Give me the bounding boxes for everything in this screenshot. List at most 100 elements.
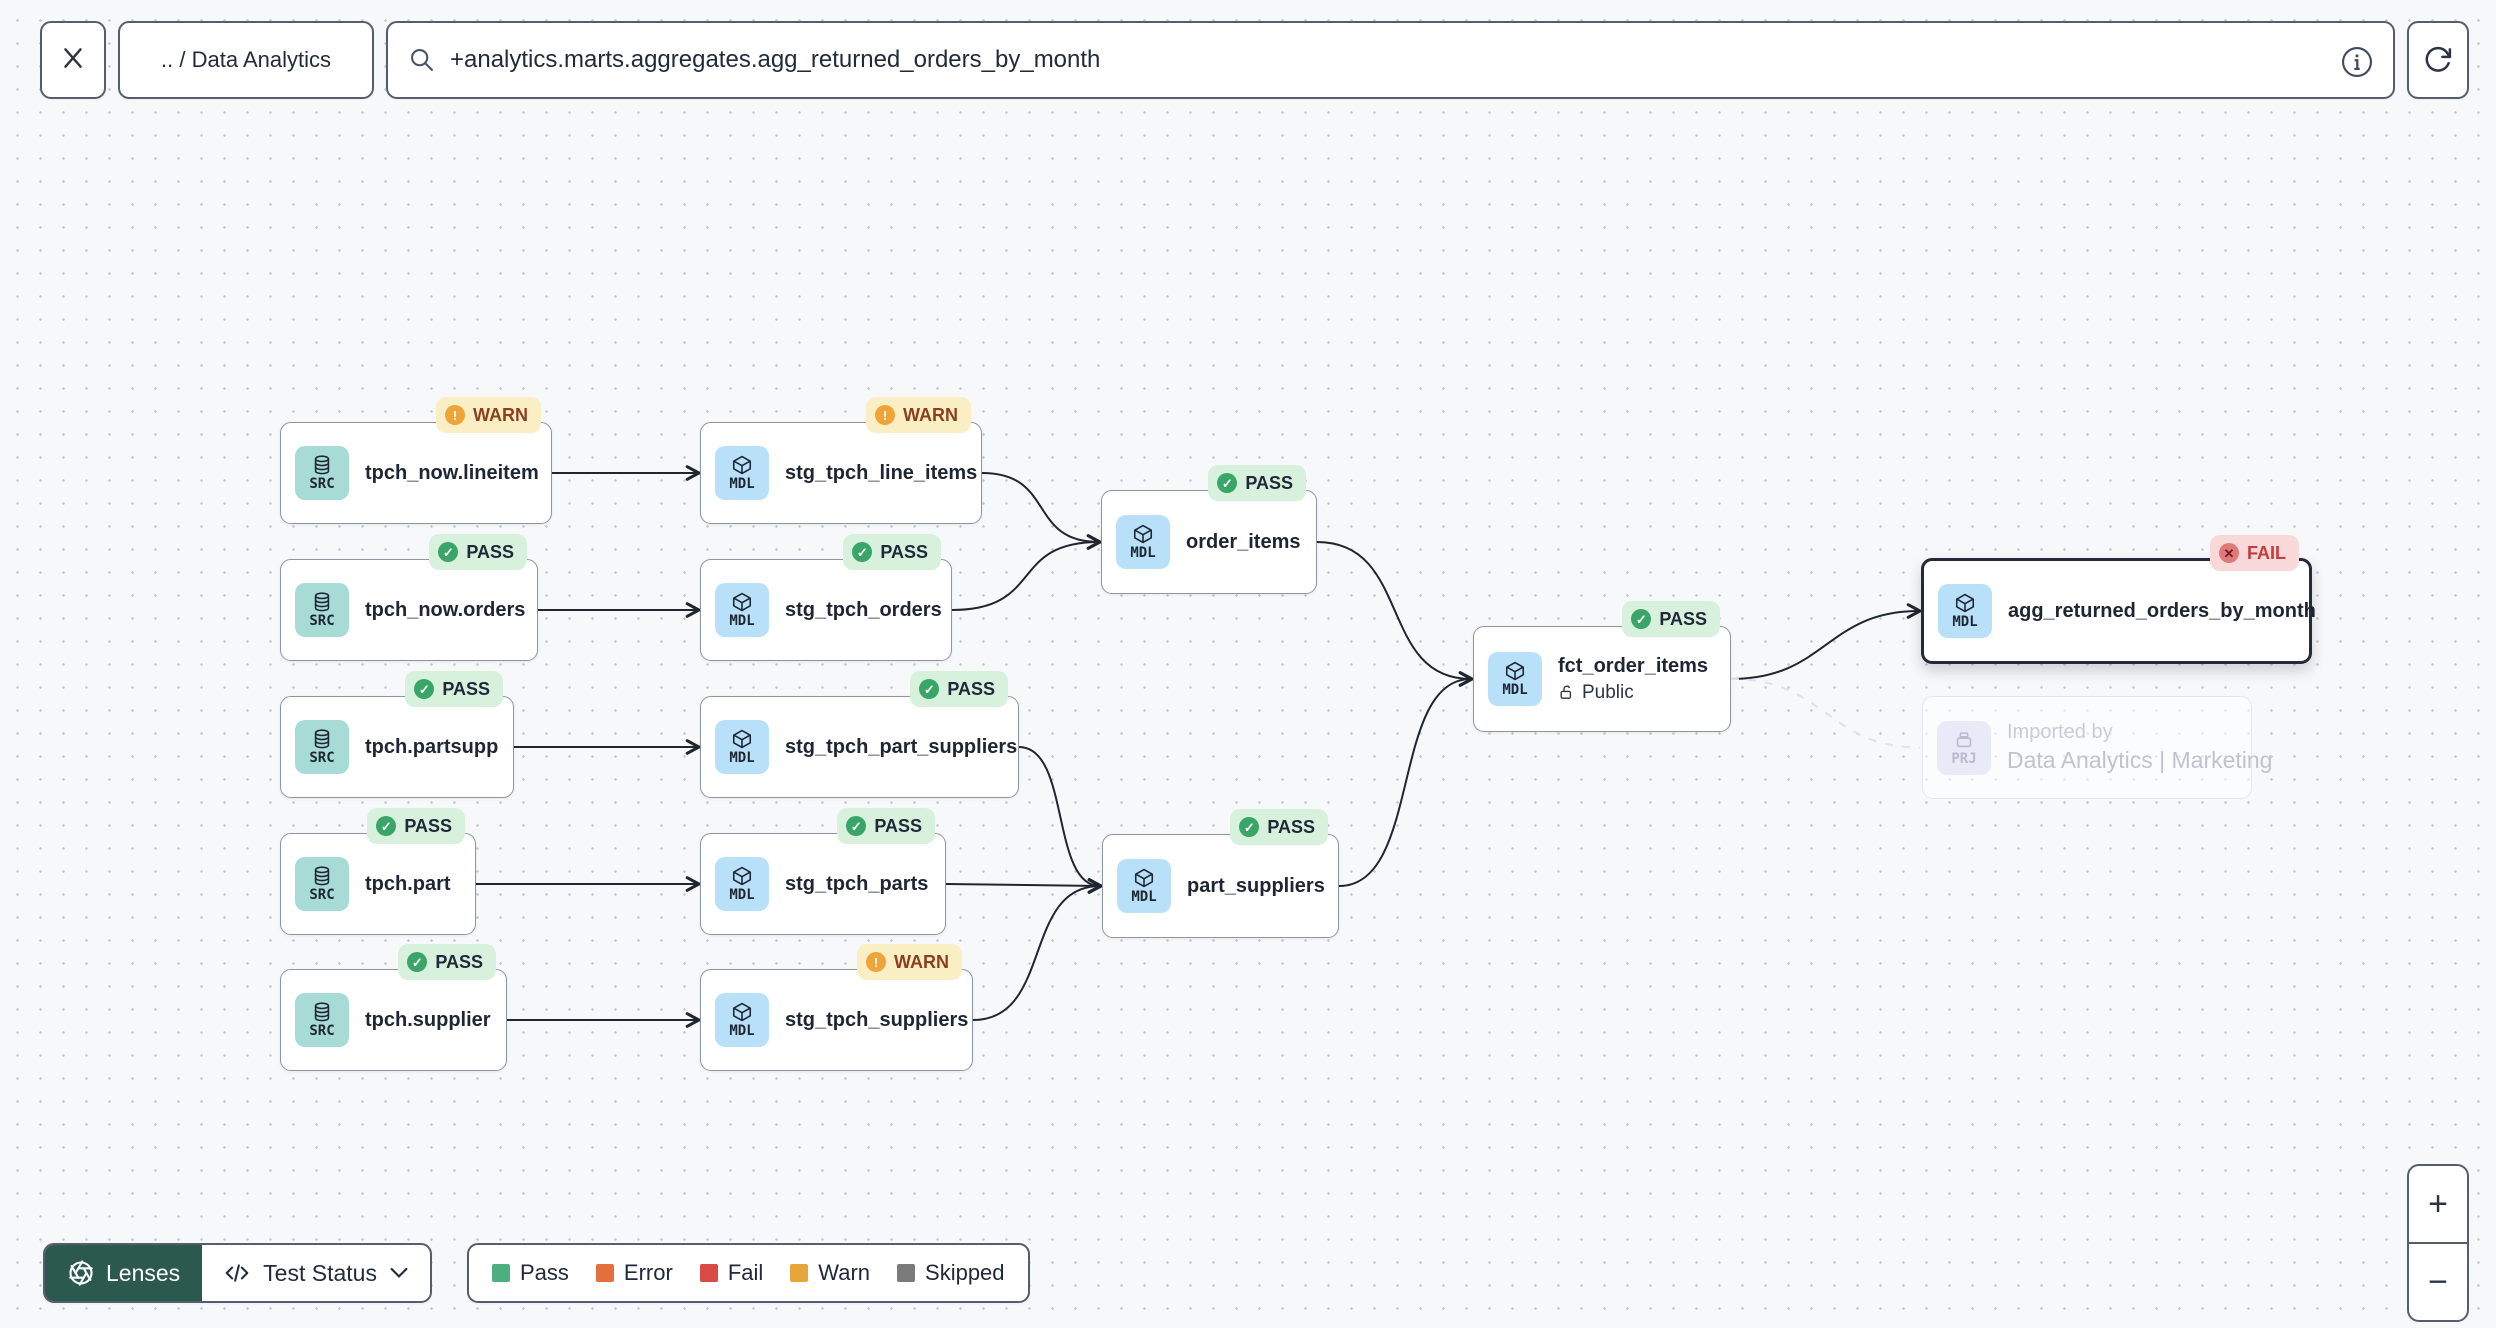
node-text: part_suppliers — [1187, 875, 1325, 898]
chevron-down-icon — [390, 1267, 408, 1279]
node-text: tpch_now.orders — [365, 599, 525, 622]
badge-pass-icon: ✓ — [852, 542, 873, 562]
node-text: stg_tpch_parts — [785, 873, 928, 896]
legend-label: Fail — [727, 1260, 764, 1285]
badge-warn-icon: ! — [875, 405, 895, 425]
node-kind-label: SRC — [309, 476, 335, 492]
legend-label: Skipped — [925, 1260, 1005, 1285]
close-button[interactable] — [40, 21, 106, 99]
node-title: stg_tpch_suppliers — [785, 1008, 969, 1031]
close-icon — [60, 45, 86, 76]
zoom-in-button[interactable]: + — [2409, 1166, 2467, 1242]
refresh-icon — [2423, 45, 2453, 75]
src-icon: SRC — [295, 720, 349, 774]
node-stg-tpch-part-suppliers[interactable]: ✓PASS MDL stg_tpch_part_suppliers — [700, 671, 1019, 798]
legend-swatch-skipped — [897, 1264, 916, 1282]
node-stg-tpch-suppliers[interactable]: ! WARN MDL stg_tpch_suppliers — [700, 944, 973, 1071]
badge-warn-icon: ! — [866, 952, 886, 972]
legend-item-pass: Pass — [492, 1260, 569, 1286]
breadcrumb-label: .. / Data Analytics — [161, 47, 331, 72]
node-title: stg_tpch_orders — [785, 598, 942, 621]
lens-selector[interactable]: Test Status — [202, 1245, 430, 1301]
status-badge-pass: ✓PASS — [910, 671, 1008, 707]
status-badge-fail: ✕FAIL — [2210, 535, 2299, 571]
lenses-button[interactable]: Lenses — [45, 1245, 203, 1301]
mdl-icon: MDL — [1116, 515, 1170, 569]
node-text: agg_returned_orders_by_month — [2008, 600, 2316, 623]
legend-label: Pass — [520, 1260, 569, 1285]
legend-swatch-fail — [699, 1264, 718, 1282]
unlock-icon — [1558, 684, 1575, 701]
status-badge-pass: ✓PASS — [405, 671, 503, 707]
badge-label: WARN — [473, 404, 528, 425]
src-icon: SRC — [295, 857, 349, 911]
node-text: tpch.partsupp — [365, 736, 498, 759]
zoom-out-button[interactable]: − — [2409, 1244, 2467, 1320]
status-badge-warn: ! WARN — [857, 944, 962, 980]
badge-label: WARN — [903, 404, 958, 425]
node-text: stg_tpch_part_suppliers — [785, 736, 1017, 759]
lens-selected-label: Test Status — [263, 1259, 377, 1286]
badge-pass-icon: ✓ — [438, 542, 459, 562]
node-text: Imported by Data Analytics | Marketing — [2007, 721, 2272, 774]
status-badge-pass: ✓PASS — [398, 944, 496, 980]
node-title: Data Analytics | Marketing — [2007, 747, 2273, 773]
mdl-icon: MDL — [715, 857, 769, 911]
node-kind-label: SRC — [309, 613, 335, 629]
badge-label: WARN — [894, 951, 949, 972]
badge-pass-icon: ✓ — [846, 816, 867, 836]
breadcrumb[interactable]: .. / Data Analytics — [118, 21, 374, 99]
plus-icon: + — [2428, 1184, 2448, 1223]
node-part-suppliers[interactable]: ✓PASS MDL part_suppliers — [1102, 809, 1339, 938]
node-order-items[interactable]: ✓PASS MDL order_items — [1101, 465, 1317, 594]
node-tpch-partsupp[interactable]: ✓PASS SRC tpch.partsupp — [280, 671, 514, 798]
node-tpch-supplier[interactable]: ✓PASS SRC tpch.supplier — [280, 944, 507, 1071]
legend-item-error: Error — [595, 1260, 673, 1286]
status-badge-pass: ✓PASS — [1208, 465, 1306, 501]
node-title: part_suppliers — [1187, 874, 1325, 897]
status-badge-pass: ✓PASS — [1230, 809, 1328, 845]
node-text: tpch_now.lineitem — [365, 462, 539, 485]
search-input[interactable] — [450, 46, 2323, 74]
node-kind-label: SRC — [309, 1023, 335, 1039]
edge-fct-order-items-to-agg-returned-orders-by-month — [1730, 603, 1924, 680]
badge-label: PASS — [404, 815, 452, 836]
node-text: tpch.supplier — [365, 1009, 491, 1032]
badge-pass-icon: ✓ — [1239, 817, 1260, 837]
search-box — [386, 21, 2395, 99]
status-badge-pass: ✓PASS — [367, 808, 465, 844]
node-text: stg_tpch_orders — [785, 599, 942, 622]
mdl-icon: MDL — [1488, 652, 1542, 706]
node-title: order_items — [1186, 530, 1301, 553]
refresh-button[interactable] — [2407, 21, 2469, 99]
info-icon[interactable] — [2339, 44, 2375, 80]
edge-fct-order-items-to-imported-by — [1730, 678, 1921, 749]
badge-pass-icon: ✓ — [1631, 609, 1652, 629]
node-kind-label: MDL — [1502, 682, 1528, 698]
mdl-icon: MDL — [715, 720, 769, 774]
status-badge-warn: ! WARN — [866, 397, 971, 433]
edge-part-suppliers-to-fct-order-items — [1338, 671, 1476, 887]
src-icon: SRC — [295, 446, 349, 500]
badge-pass-icon: ✓ — [407, 952, 428, 972]
node-ghost-title: Imported by — [2007, 721, 2113, 743]
mdl-icon: MDL — [715, 993, 769, 1047]
legend-swatch-warn — [790, 1264, 809, 1282]
node-title: tpch.supplier — [365, 1008, 491, 1031]
node-kind-label: MDL — [1130, 545, 1156, 561]
mdl-icon: MDL — [1117, 859, 1171, 913]
minus-icon: − — [2428, 1262, 2448, 1301]
node-text: stg_tpch_line_items — [785, 462, 977, 485]
badge-pass-icon: ✓ — [1217, 473, 1238, 493]
